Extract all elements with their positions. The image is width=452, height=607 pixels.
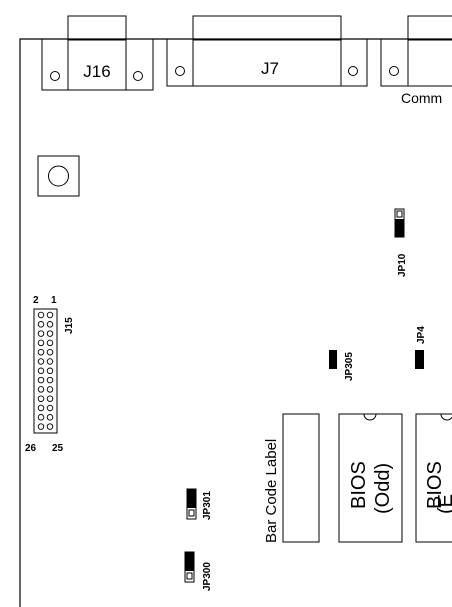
j15-pin-26-label: 26 [25, 443, 37, 454]
j15-pin-1-label: 1 [51, 295, 57, 306]
j7-label: J7 [261, 59, 279, 78]
j15-pin [37, 339, 45, 347]
j15-pin [37, 414, 45, 421]
j15-pin [46, 423, 54, 430]
j15-pin [46, 339, 54, 347]
jp300-label: JP300 [202, 562, 213, 591]
chip-bios-odd: BIOS (Odd) [338, 413, 403, 543]
connector-comm: Comm [380, 15, 452, 106]
mounting-hole [50, 71, 60, 81]
j15-pin [46, 395, 54, 402]
j15-pin [46, 376, 54, 384]
bios-even-line1: BIOS [424, 461, 446, 509]
j16-label: J16 [83, 62, 110, 81]
j15-body [33, 308, 58, 434]
mounting-hole [175, 66, 185, 76]
j15-pin [37, 330, 45, 337]
j15-pin [37, 358, 45, 365]
chip-bios-even: BIOS (E [415, 413, 452, 543]
j15-pin [46, 321, 54, 328]
bar-code-label-area: Bar Code Label [263, 413, 320, 543]
j15-pin [46, 386, 54, 393]
jumper-jp305: JP305 [329, 350, 355, 381]
mounting-hole [133, 71, 143, 81]
j15-pin [37, 423, 45, 430]
j15-pin [37, 321, 45, 328]
j15-pin [37, 348, 45, 356]
jp301-label: JP301 [202, 491, 213, 520]
bar-code-label-text: Bar Code Label [263, 439, 280, 543]
j15-label: J15 [64, 317, 75, 334]
jp10-label: JP10 [397, 253, 408, 277]
j15-pin [37, 395, 45, 402]
j15-pin [46, 358, 54, 365]
mounting-hole [348, 66, 358, 76]
j15-pin-2-label: 2 [33, 295, 39, 306]
connector-j7: J7 [166, 15, 368, 87]
jp305-label: JP305 [344, 352, 355, 381]
j15-pin [46, 348, 54, 356]
jumper-jp300: JP300 [184, 551, 213, 591]
j15-pin [46, 414, 54, 421]
j15-pin [46, 367, 54, 375]
j15-pin [37, 404, 45, 412]
j15-pin [37, 376, 45, 384]
board-outline [19, 38, 452, 607]
jumper-jp10: JP10 [394, 208, 408, 277]
j15-pin [37, 311, 45, 319]
bios-even-line2: (E [435, 494, 452, 514]
bios-odd-line2: (Odd) [372, 463, 394, 514]
jp4-label: JP4 [416, 326, 427, 344]
mounting-hole [389, 66, 399, 76]
j15-pin [37, 367, 45, 375]
j15-pin [37, 386, 45, 393]
bios-odd-line1: BIOS [348, 461, 370, 509]
j15-pin [46, 311, 54, 319]
j15-pin-25-label: 25 [52, 443, 64, 454]
j15-pins [37, 311, 54, 430]
header-j15: 2 1 J15 26 25 [25, 295, 75, 454]
comm-label: Comm [401, 90, 442, 106]
j15-pin [46, 330, 54, 337]
jumper-jp301: JP301 [186, 488, 213, 520]
connector-j16: J16 [41, 15, 154, 91]
reset-button-component [37, 155, 80, 197]
jumper-jp4: JP4 [415, 326, 427, 369]
j15-pin [46, 404, 54, 412]
